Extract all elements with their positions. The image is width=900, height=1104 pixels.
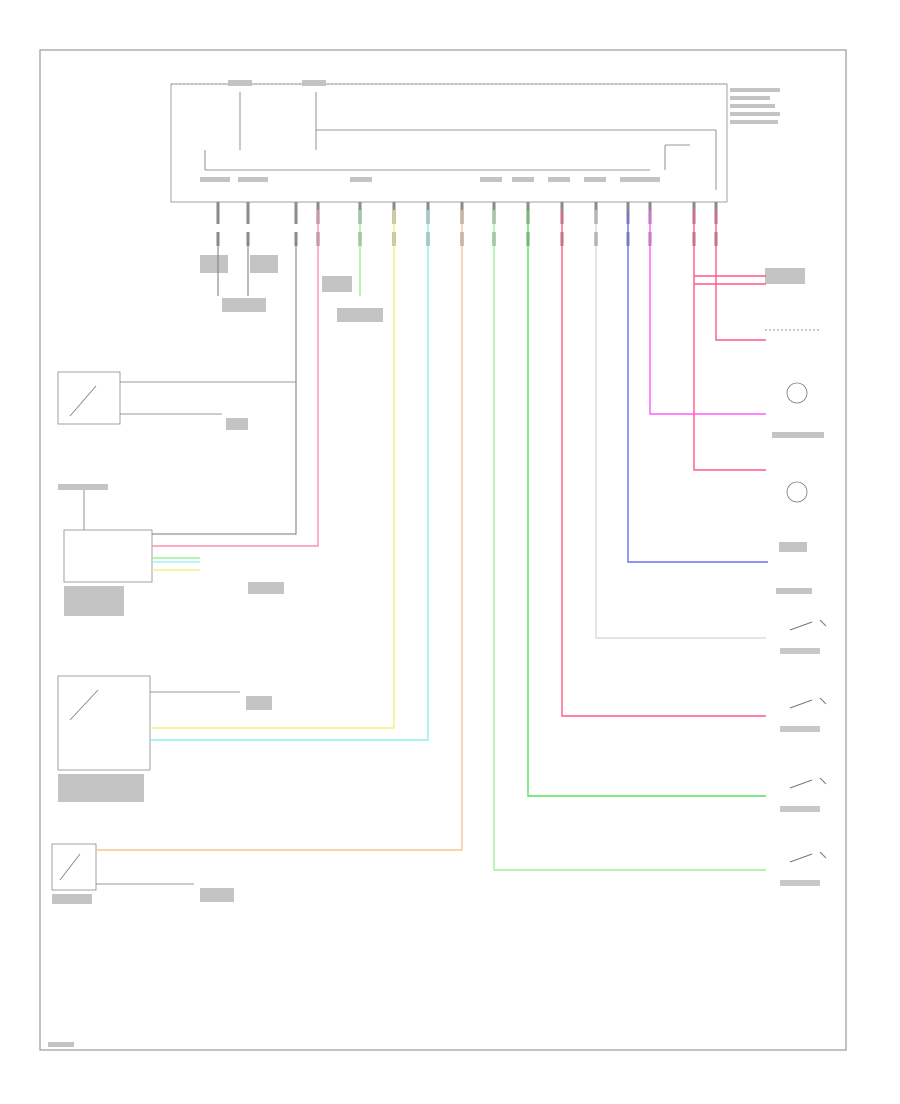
ground-label bbox=[250, 255, 278, 273]
door-switch-label bbox=[780, 726, 820, 732]
room-lamp-label bbox=[776, 588, 812, 594]
door-switch-contact bbox=[789, 621, 813, 631]
bcm-label bbox=[228, 80, 252, 86]
connector-pin bbox=[216, 202, 220, 224]
connector-pin bbox=[246, 202, 250, 224]
bcm-pin-label bbox=[480, 177, 502, 182]
ground-label bbox=[248, 582, 284, 594]
connector-pin bbox=[294, 202, 298, 224]
defogger-switch-contact bbox=[69, 689, 99, 721]
transmission-label bbox=[58, 484, 108, 490]
ground-label bbox=[200, 255, 228, 273]
bcm-title-label bbox=[730, 96, 770, 100]
door-switch-ground bbox=[819, 619, 827, 627]
cargo-lamp-bulb bbox=[786, 382, 808, 404]
wiring bbox=[96, 210, 768, 871]
door-switch-ground bbox=[819, 697, 827, 705]
door-switch-ground bbox=[819, 777, 827, 785]
ground-label bbox=[246, 696, 272, 710]
ground-label bbox=[322, 276, 352, 292]
bcm-pin-label bbox=[548, 177, 570, 182]
cargo-lamp-switch-box bbox=[51, 843, 97, 891]
ignition-knob-switch-box bbox=[57, 371, 121, 425]
transmission-range-switch-label bbox=[64, 586, 124, 616]
ignition-knob-switch-contact bbox=[69, 385, 97, 417]
ground-label bbox=[337, 308, 383, 322]
wire-red-left-rear bbox=[561, 210, 766, 717]
power-distribution-label bbox=[765, 268, 805, 284]
wire-black-ignition bbox=[152, 246, 297, 535]
room-lamp-switch-label bbox=[779, 542, 807, 552]
wire-red-dome bbox=[693, 210, 766, 471]
bcm-title-label bbox=[730, 88, 780, 92]
wire-pink bbox=[152, 210, 319, 547]
dome-light-bulb bbox=[786, 481, 808, 503]
wire-yellow bbox=[150, 210, 395, 729]
bcm-pin-label bbox=[238, 177, 268, 182]
door-switch-label bbox=[780, 648, 820, 654]
cargo-lamp-switch-label bbox=[52, 894, 92, 904]
bcm-label bbox=[302, 80, 326, 86]
ground-label bbox=[226, 418, 248, 430]
connector-pin bbox=[216, 232, 220, 246]
bcm-pin-label bbox=[512, 177, 534, 182]
bcm-connector-pins bbox=[216, 202, 718, 246]
wire-green-right-rear bbox=[493, 210, 766, 871]
connector-pin bbox=[246, 232, 250, 246]
bcm-unit-box bbox=[170, 83, 728, 203]
rear-window-defogger-switch-box bbox=[57, 675, 151, 771]
wire-green-front-passenger bbox=[527, 210, 766, 797]
door-switch-contact bbox=[789, 853, 813, 863]
wire-orange bbox=[96, 210, 463, 851]
cargo-lamp-switch-contact bbox=[59, 853, 81, 881]
wire-blue-room-lamp bbox=[627, 210, 768, 563]
door-switch-contact bbox=[789, 779, 813, 789]
bcm-pin-label bbox=[584, 177, 606, 182]
defogger-switch-label bbox=[58, 774, 144, 802]
wire-magenta-cargo-lamp bbox=[649, 210, 766, 415]
bcm-pin-label bbox=[200, 177, 230, 182]
connector-pin bbox=[294, 232, 298, 246]
door-switch-contact bbox=[789, 699, 813, 709]
bcm-pin-label bbox=[350, 177, 372, 182]
door-switch-ground bbox=[819, 851, 827, 859]
bcm-title-label bbox=[730, 104, 775, 108]
bcm-title-label bbox=[730, 120, 778, 124]
bcm-pin-label bbox=[620, 177, 660, 182]
ground-label bbox=[222, 298, 266, 312]
transmission-range-switch-box bbox=[63, 529, 153, 583]
ground-label bbox=[200, 888, 234, 902]
door-switches bbox=[780, 619, 827, 886]
door-switch-label bbox=[780, 806, 820, 812]
wire-white-rear-door bbox=[595, 210, 766, 639]
wire-red-power bbox=[715, 210, 766, 341]
door-switch-label bbox=[780, 880, 820, 886]
wire-cyan bbox=[150, 210, 429, 741]
diagram-footer bbox=[48, 1042, 74, 1047]
cargo-lamp-label bbox=[772, 432, 824, 438]
page-frame bbox=[39, 49, 847, 1051]
bcm-title-label bbox=[730, 112, 780, 116]
